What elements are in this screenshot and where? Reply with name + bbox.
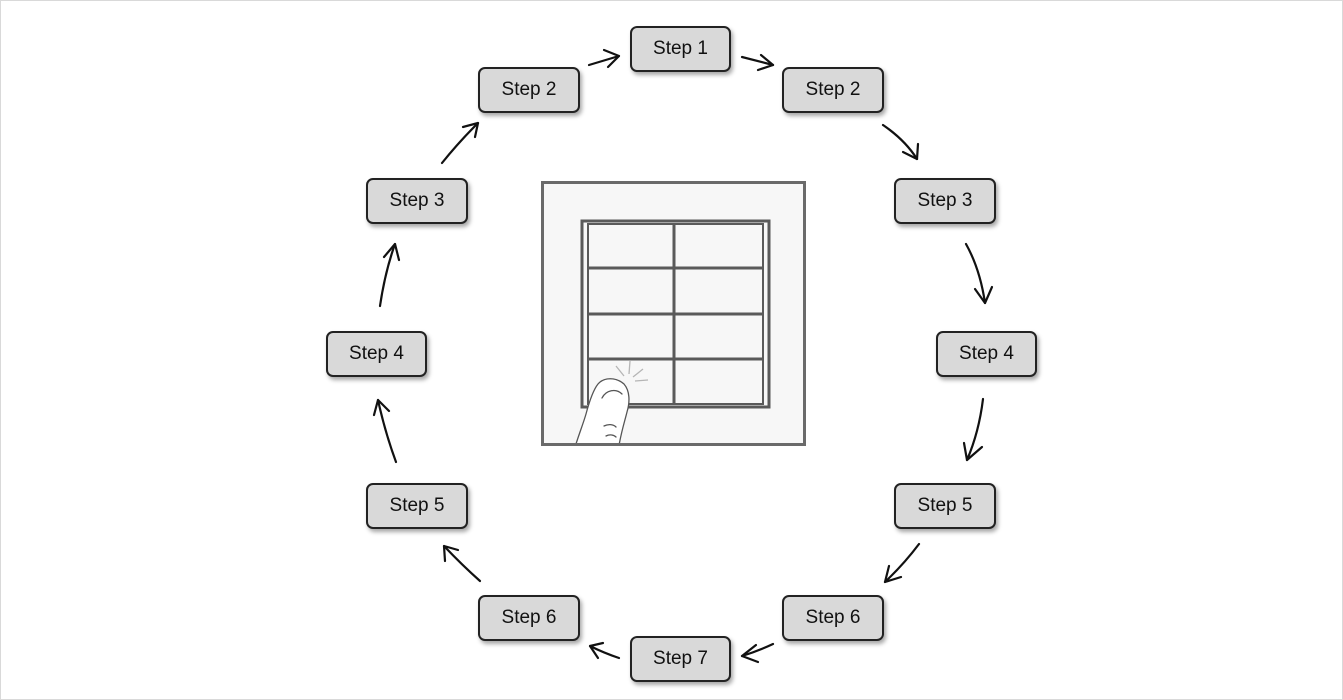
- step-3-box-right: Step 3: [894, 178, 996, 224]
- arrow-icon: [962, 397, 985, 462]
- step-4-box-right: Step 4: [936, 331, 1037, 377]
- step-3-box-left: Step 3: [366, 178, 468, 224]
- arrow-icon: [883, 542, 921, 584]
- tap-sparkle-icon: [615, 360, 649, 382]
- pointing-finger-icon: [575, 378, 630, 443]
- arrow-icon: [881, 123, 920, 161]
- step-4-box-left: Step 4: [326, 331, 427, 377]
- keypad-illustration: [575, 219, 771, 443]
- keypad-device: [541, 181, 806, 446]
- arrow-icon: [378, 242, 401, 308]
- arrow-icon: [372, 398, 398, 464]
- step-6-box-right: Step 6: [782, 595, 884, 641]
- arrow-icon: [587, 48, 621, 69]
- arrow-icon: [588, 641, 621, 660]
- step-7-box: Step 7: [630, 636, 731, 682]
- arrow-icon: [740, 53, 775, 72]
- arrow-icon: [440, 121, 480, 165]
- arrow-icon: [964, 242, 994, 305]
- keypad-grid: [580, 219, 771, 409]
- step-1-box: Step 1: [630, 26, 731, 72]
- step-5-box-right: Step 5: [894, 483, 996, 529]
- arrow-icon: [740, 642, 775, 664]
- arrow-icon: [442, 544, 482, 583]
- step-5-box-left: Step 5: [366, 483, 468, 529]
- step-6-box-left: Step 6: [478, 595, 580, 641]
- step-2-box-left: Step 2: [478, 67, 580, 113]
- step-2-box-right: Step 2: [782, 67, 884, 113]
